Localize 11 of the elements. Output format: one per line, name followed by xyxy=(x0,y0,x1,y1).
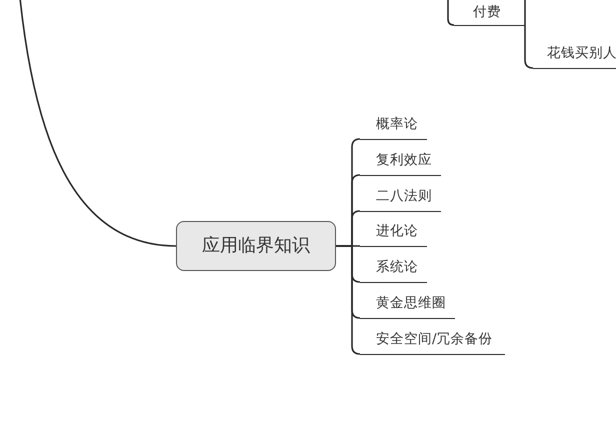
connector-line xyxy=(19,0,176,247)
underlined-topic: 二八法则 xyxy=(360,184,441,212)
underlined-topic: 概率论 xyxy=(360,112,427,140)
underlined-topic: 安全空间/冗余备份 xyxy=(360,326,505,355)
underlined-topic: 系统论 xyxy=(360,254,427,283)
connector-line xyxy=(524,0,526,26)
underlined-topic: 付费 xyxy=(454,0,525,26)
underlined-topic: 进化论 xyxy=(360,218,427,247)
underlined-topic: 黄金思维圈 xyxy=(360,290,455,319)
topic-box: 应用临界知识 xyxy=(176,221,336,271)
underlined-topic: 复利效应 xyxy=(360,148,441,176)
